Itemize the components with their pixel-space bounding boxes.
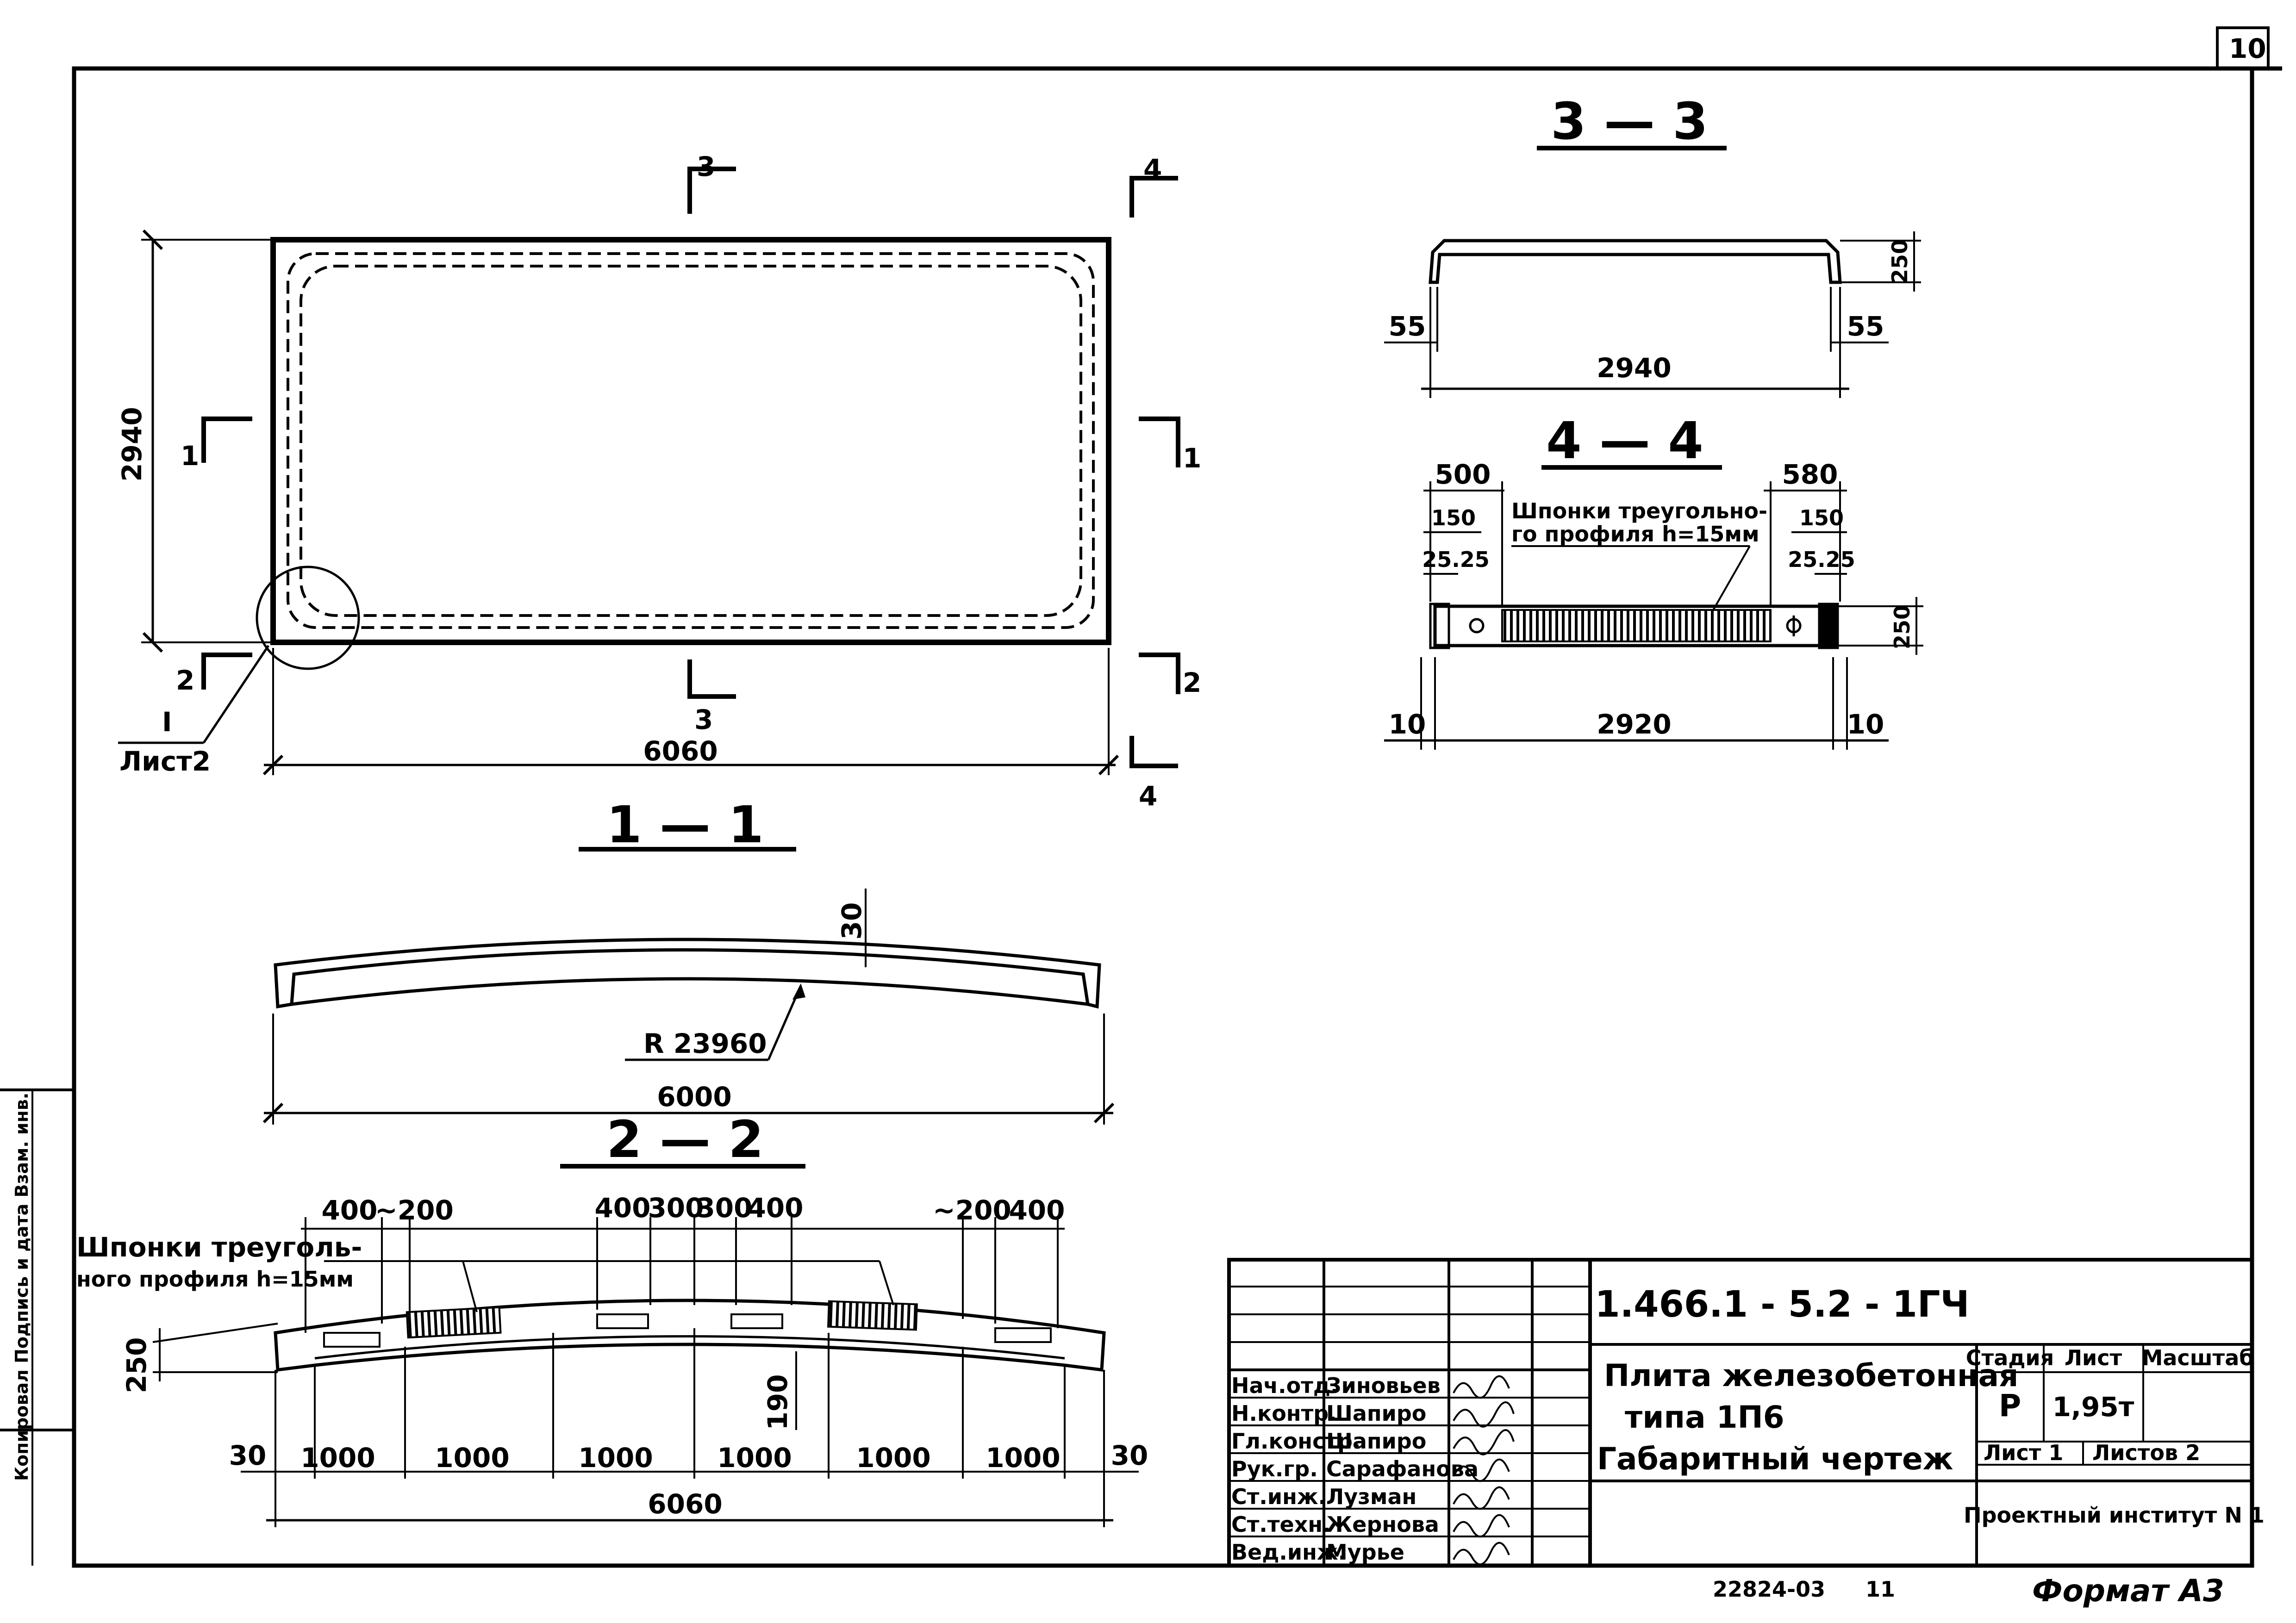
title-name-line-1: Плита железобетонная xyxy=(1604,1358,2018,1393)
staff-name: Шапиро xyxy=(1326,1429,1426,1454)
sheets-label: Листов 2 xyxy=(2092,1440,2200,1465)
section-2-2-top-dim-3: 400 xyxy=(594,1192,650,1224)
section-1-1-view xyxy=(262,889,1115,1125)
plan-view xyxy=(118,167,1180,776)
section-2-2-top-dim-8: 400 xyxy=(1009,1194,1065,1226)
staff-name: Лузман xyxy=(1326,1484,1416,1509)
staff-role: Вед.инж. xyxy=(1231,1540,1346,1565)
section-2-2-bottom-dim-5: 1000 xyxy=(717,1442,792,1474)
plan-width-dim: 2940 xyxy=(116,407,148,481)
section-mark-1-right: 1 xyxy=(1183,442,1201,474)
section-1-1-length-dim: 6000 xyxy=(657,1081,731,1113)
section-2-2-top-dim-2: ~200 xyxy=(375,1194,454,1226)
staff-role: Рук.гр. xyxy=(1231,1456,1318,1481)
section-2-2-bottom-dim-1: 30 xyxy=(229,1440,267,1471)
section-4-4-key-note-1: Шпонки треугольно- xyxy=(1511,498,1767,523)
section-3-3-view xyxy=(1384,231,1921,398)
section-2-2-key-note-1: Шпонки треуголь- xyxy=(76,1231,362,1263)
mass-value: 1,95т xyxy=(2053,1391,2134,1423)
section-mark-2-left: 2 xyxy=(176,665,194,696)
staff-name: Сарафанова xyxy=(1326,1456,1479,1481)
section-3-3-left-dim: 55 xyxy=(1389,311,1426,342)
section-mark-4-bottom: 4 xyxy=(1139,780,1157,812)
staff-list: Нач.отд. Зиновьев Н.контр. Шапиро Гл.кон… xyxy=(1231,1373,1479,1565)
head-scale: Масштаб xyxy=(2142,1345,2254,1370)
section-4-4-key-note-2: го профиля h=15мм xyxy=(1511,522,1759,547)
section-4-4-bottom-dim-3: 10 xyxy=(1847,709,1884,740)
sheet-number: 10 xyxy=(2229,33,2266,64)
section-4-4-bottom-dim-1: 10 xyxy=(1389,709,1426,740)
section-2-2-top-dim-5: 300 xyxy=(696,1192,752,1224)
section-1-1-radius-dim: R 23960 xyxy=(643,1028,767,1059)
section-1-1-thickness-dim: 30 xyxy=(836,902,867,940)
section-4-4-title: 4 — 4 xyxy=(1546,411,1703,470)
section-mark-4-top: 4 xyxy=(1143,153,1162,185)
section-2-2-view xyxy=(152,1217,1139,1527)
sheet-label: Лист 1 xyxy=(1984,1440,2063,1465)
node-label: I xyxy=(162,706,172,738)
head-stage: Стадия xyxy=(1966,1345,2054,1370)
section-3-3-height-dim: 250 xyxy=(1887,239,1912,284)
section-mark-3-top: 3 xyxy=(697,151,715,182)
staff-name: Шапиро xyxy=(1326,1401,1426,1426)
document-code: 1.466.1 - 5.2 - 1ГЧ xyxy=(1595,1284,1969,1325)
section-3-3-title: 3 — 3 xyxy=(1551,92,1708,151)
staff-role: Ст.инж. xyxy=(1231,1484,1326,1509)
bottom-page-number: 11 xyxy=(1866,1577,1895,1602)
title-name-line-3: Габаритный чертеж xyxy=(1597,1441,1953,1477)
staff-role: Н.контр. xyxy=(1231,1401,1337,1426)
section-2-2-bottom-dim-7: 1000 xyxy=(986,1442,1060,1474)
staff-role: Гл.констр. xyxy=(1231,1429,1360,1454)
section-3-3-width-dim: 2940 xyxy=(1597,352,1671,384)
section-2-2-bottom-dim-2: 1000 xyxy=(300,1442,375,1474)
staff-role: Ст.техн. xyxy=(1231,1512,1331,1537)
section-mark-2-right: 2 xyxy=(1183,667,1201,698)
signatures xyxy=(1453,1375,1515,1566)
node-sheet-label: Лист2 xyxy=(119,746,211,777)
section-2-2-top-dim-7: ~200 xyxy=(933,1194,1011,1226)
section-2-2-bottom-dim-4: 1000 xyxy=(578,1442,653,1474)
margin-stamp: Копировал Подпись и дата Взам. инв. xyxy=(12,1093,32,1481)
section-2-2-top-dim-1: 400 xyxy=(321,1194,377,1226)
staff-role: Нач.отд. xyxy=(1231,1373,1338,1398)
section-4-4-right-dim-3: 25.25 xyxy=(1788,547,1855,572)
staff-name: Мурье xyxy=(1326,1540,1404,1565)
section-2-2-bottom-dim-8: 30 xyxy=(1111,1440,1148,1471)
section-mark-3-bottom: 3 xyxy=(694,704,713,735)
organization: Проектный институт N 1 xyxy=(1964,1503,2265,1528)
title-name-line-2: типа 1П6 xyxy=(1625,1399,1784,1435)
section-2-2-key-note-2: ного профиля h=15мм xyxy=(76,1267,354,1292)
section-2-2-rib-dim: 190 xyxy=(762,1374,793,1430)
section-1-1-title: 1 — 1 xyxy=(606,795,764,854)
section-2-2-bottom-dim-3: 1000 xyxy=(435,1442,509,1474)
inventory-number: 22824-03 xyxy=(1713,1577,1825,1602)
section-3-3-right-dim: 55 xyxy=(1847,311,1884,342)
title-block-grid xyxy=(1227,1258,2254,1567)
section-4-4-bottom-dim-2: 2920 xyxy=(1597,709,1671,740)
section-2-2-top-dim-4: 300 xyxy=(648,1192,704,1224)
section-4-4-left-dim-1: 500 xyxy=(1435,459,1491,490)
section-mark-1-left: 1 xyxy=(181,440,199,472)
section-2-2-top-dim-6: 400 xyxy=(747,1192,803,1224)
staff-name: Зиновьев xyxy=(1326,1373,1441,1398)
stage-value: Р xyxy=(1999,1388,2021,1424)
plan-length-dim: 6060 xyxy=(643,735,718,767)
section-2-2-bottom-dim-6: 1000 xyxy=(856,1442,930,1474)
section-4-4-left-dim-3: 25.25 xyxy=(1422,547,1490,572)
section-2-2-total-dim: 6060 xyxy=(648,1488,722,1520)
head-sheet: Лист xyxy=(2065,1345,2122,1370)
section-4-4-view xyxy=(1384,481,1923,750)
section-4-4-height-dim: 250 xyxy=(1890,605,1915,649)
section-4-4-left-dim-2: 150 xyxy=(1431,505,1476,530)
section-4-4-right-dim-2: 150 xyxy=(1799,505,1844,530)
section-4-4-right-dim-1: 580 xyxy=(1782,459,1838,490)
section-2-2-height-dim: 250 xyxy=(121,1337,152,1393)
section-2-2-title: 2 — 2 xyxy=(606,1110,764,1169)
staff-name: Жернова xyxy=(1326,1512,1439,1537)
format-label: Формат А3 xyxy=(2032,1573,2224,1609)
